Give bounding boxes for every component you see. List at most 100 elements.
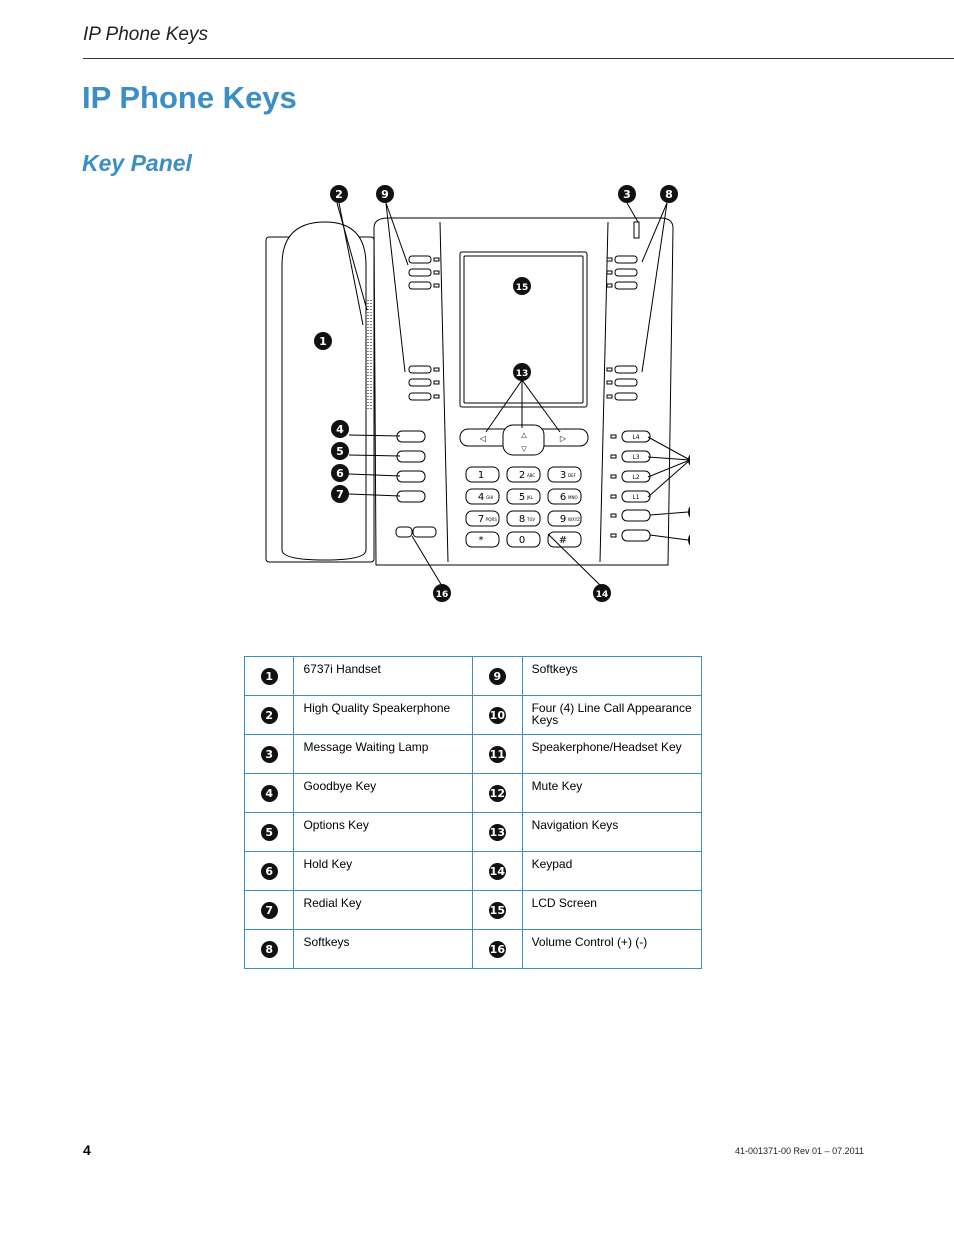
legend-number-badge: 9	[488, 667, 506, 685]
callout-badge	[331, 464, 349, 482]
message-waiting-lamp	[633, 221, 640, 239]
keypad-letters: PQRS	[486, 517, 497, 522]
legend-number-cell: 11	[472, 734, 523, 774]
left-softkey[interactable]	[408, 268, 432, 277]
legend-description: LCD Screen	[521, 890, 703, 930]
callout-badge	[331, 485, 349, 503]
legend-description: Message Waiting Lamp	[293, 734, 474, 774]
keypad-key[interactable]	[465, 531, 500, 548]
callout-badge	[433, 584, 451, 602]
softkey-led	[433, 394, 440, 399]
right-softkey[interactable]	[614, 392, 638, 401]
keypad-letters: MNO	[568, 495, 578, 500]
callout-badge	[618, 185, 636, 203]
keypad-digit: 7	[478, 514, 484, 525]
line-led	[610, 454, 617, 459]
legend-description: 6737i Handset	[293, 656, 474, 696]
left-softkey[interactable]	[408, 365, 432, 374]
legend-number-cell: 15	[472, 890, 523, 930]
legend-description: Keypad	[521, 851, 703, 891]
line-key-label: L2	[632, 474, 639, 481]
speaker-grille	[367, 300, 372, 410]
softkey-led	[433, 283, 440, 288]
line-key-label: L3	[632, 454, 639, 461]
nav-center[interactable]	[502, 424, 545, 456]
line-led	[610, 474, 617, 479]
keypad-key[interactable]	[506, 466, 541, 483]
left-softkey[interactable]	[408, 281, 432, 290]
navigation-keys: △ ▽ ◁ ▷	[459, 424, 589, 456]
keypad-key[interactable]	[547, 488, 582, 505]
callout-number: 14	[596, 590, 609, 600]
right-softkey[interactable]	[614, 255, 638, 264]
keypad-key[interactable]	[547, 510, 582, 527]
legend-number-badge: 7	[260, 901, 278, 919]
legend-number-cell: 6	[243, 851, 295, 891]
callout-number: 2	[335, 188, 343, 201]
callout-badge	[331, 420, 349, 438]
legend-number-badge: 13	[488, 823, 506, 841]
goodbye-key[interactable]	[396, 430, 426, 443]
right-softkey[interactable]	[614, 268, 638, 277]
hold-key[interactable]	[396, 470, 426, 483]
right-softkey[interactable]	[614, 365, 638, 374]
keypad-key[interactable]	[547, 531, 582, 548]
right-softkey[interactable]	[614, 281, 638, 290]
keypad-letters: WXYZ	[568, 517, 580, 522]
speakerphone-headset-key[interactable]	[621, 509, 651, 522]
mute-key[interactable]	[621, 529, 651, 542]
keypad-key[interactable]	[547, 466, 582, 483]
softkey-led	[606, 380, 613, 385]
svg-text:◁: ◁	[479, 434, 486, 443]
callout-number: 8	[665, 188, 673, 201]
keypad-digit: 3	[560, 470, 566, 481]
legend-description: Options Key	[293, 812, 474, 852]
callout-number: 3	[623, 188, 631, 201]
header-rule	[83, 58, 954, 59]
callout-badge	[513, 363, 531, 381]
softkey-led	[433, 257, 440, 262]
keypad-key[interactable]	[465, 488, 500, 505]
speaker-led	[610, 513, 617, 518]
callout-number: 9	[381, 188, 389, 201]
left-softkey[interactable]	[408, 392, 432, 401]
keypad-key[interactable]	[506, 488, 541, 505]
redial-key[interactable]	[396, 490, 426, 503]
keypad-digit: 2	[519, 470, 525, 481]
keypad-letters: ABC	[527, 473, 535, 478]
options-key[interactable]	[396, 450, 426, 463]
line-key[interactable]	[621, 430, 651, 443]
legend-number-badge: 12	[488, 784, 506, 802]
softkey-led	[606, 367, 613, 372]
volume-up-key[interactable]	[412, 526, 437, 538]
keypad-key[interactable]	[506, 531, 541, 548]
legend-number-cell: 4	[243, 773, 295, 813]
keypad-digit: 6	[560, 492, 566, 503]
left-softkey[interactable]	[408, 255, 432, 264]
legend-number-badge: 1	[260, 667, 278, 685]
line-key[interactable]	[621, 490, 651, 503]
line-key[interactable]	[621, 450, 651, 463]
softkey-led	[606, 270, 613, 275]
keypad-key[interactable]	[465, 510, 500, 527]
svg-text:▷: ▷	[560, 434, 567, 443]
legend-number-badge: 6	[260, 862, 278, 880]
softkey-led	[433, 367, 440, 372]
left-softkey[interactable]	[408, 378, 432, 387]
legend-description: Navigation Keys	[521, 812, 703, 852]
keypad-digit: 5	[519, 492, 525, 503]
callout-number: 15	[516, 283, 529, 293]
softkey-led	[606, 257, 613, 262]
legend-description: Speakerphone/Headset Key	[521, 734, 703, 774]
softkeys-left	[408, 255, 440, 401]
volume-down-key[interactable]	[395, 526, 413, 538]
keypad-key[interactable]	[506, 510, 541, 527]
right-softkey[interactable]	[614, 378, 638, 387]
keypad-key[interactable]	[465, 466, 500, 483]
legend-description: Hold Key	[293, 851, 474, 891]
